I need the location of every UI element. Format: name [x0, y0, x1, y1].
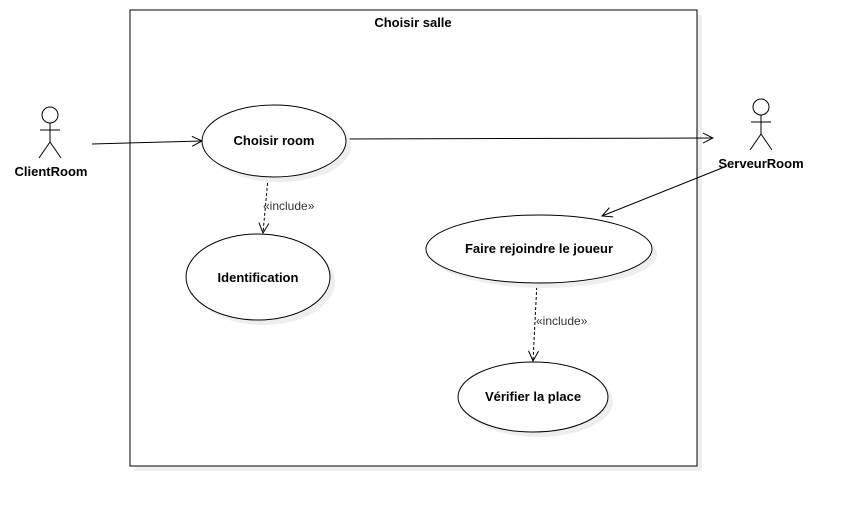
association-choisir-room-to-server[interactable]	[344, 138, 713, 139]
use-case-choisir-room[interactable]: Choisir room	[201, 104, 351, 182]
actor-client-room[interactable]: ClientRoom	[15, 106, 88, 179]
use-case-label: Vérifier la place	[485, 389, 581, 404]
include-label-1: «include»	[263, 199, 315, 213]
use-case-label: Identification	[218, 270, 299, 285]
include-label-2: «include»	[536, 314, 588, 328]
use-case-identification[interactable]: Identification	[185, 233, 335, 325]
include-dependency-1[interactable]	[263, 177, 268, 233]
actor-label-server: ServeurRoom	[718, 156, 803, 171]
stick-figure-icon	[38, 106, 62, 159]
association-client-to-choisir-room[interactable]	[91, 141, 202, 144]
include-dependency-2[interactable]	[533, 281, 537, 361]
association-server-to-faire-rejoindre[interactable]	[602, 165, 728, 216]
stick-figure-icon	[749, 98, 773, 151]
use-case-verifier-place[interactable]: Vérifier la place	[457, 361, 613, 437]
use-case-label: Faire rejoindre le joueur	[465, 241, 613, 256]
actor-serveur-room[interactable]: ServeurRoom	[718, 98, 804, 171]
system-title: Choisir salle	[374, 15, 451, 30]
use-case-faire-rejoindre[interactable]: Faire rejoindre le joueur	[425, 214, 657, 288]
actor-label-client: ClientRoom	[15, 164, 88, 179]
use-case-label: Choisir room	[234, 133, 315, 148]
